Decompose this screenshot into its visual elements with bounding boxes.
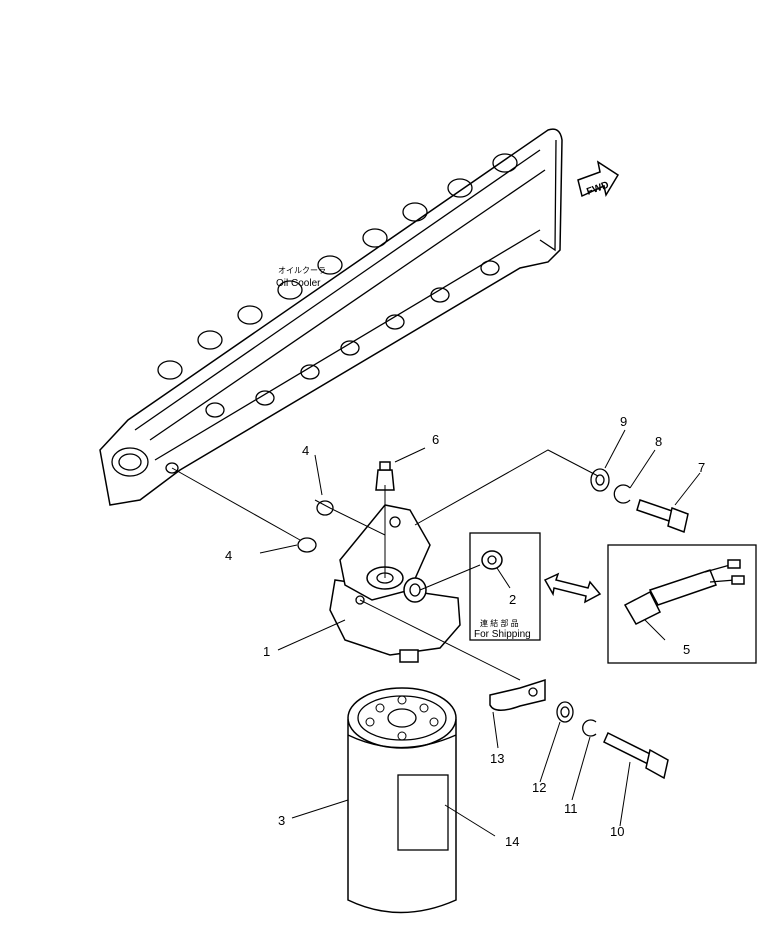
- callout-12: 12: [532, 780, 546, 795]
- snap-ring-part-11: [582, 719, 597, 737]
- shipping-label-en: For Shipping: [474, 629, 531, 640]
- leader-lines: [171, 429, 701, 837]
- fitting-part-2: [481, 550, 503, 570]
- sensor-box: [607, 544, 757, 664]
- bolt-part-7: [636, 499, 689, 534]
- o-ring-4-upper: [316, 500, 334, 516]
- bolt-part-10: [603, 731, 669, 780]
- snap-ring-part-8: [613, 484, 631, 504]
- callout-1: 1: [263, 644, 270, 659]
- sensor-part-5: [623, 559, 745, 625]
- callout-14: 14: [505, 834, 519, 849]
- shipping-box: [469, 532, 541, 641]
- callout-8: 8: [655, 434, 662, 449]
- oil-cooler: [99, 128, 563, 506]
- callout-11: 11: [564, 801, 578, 816]
- filter-cartridge: [347, 687, 457, 914]
- callout-9: 9: [620, 414, 627, 429]
- plug-part-6: [375, 461, 395, 491]
- callout-3: 3: [278, 813, 285, 828]
- callout-2: 2: [509, 592, 516, 607]
- fwd-arrow-icon: FWD: [577, 160, 620, 198]
- shipping-label-jp: 連 結 部 品: [480, 618, 519, 628]
- callout-7: 7: [698, 460, 705, 475]
- callout-5: 5: [683, 642, 690, 657]
- oil-cooler-label-jp: オイルクーラ: [278, 266, 326, 275]
- callout-4-lower: 4: [225, 548, 232, 563]
- o-ring-4-lower: [297, 537, 317, 553]
- callout-10: 10: [610, 824, 624, 839]
- callout-4-upper: 4: [302, 443, 309, 458]
- filter-head: [329, 504, 461, 663]
- oil-cooler-label-en: Oil Cooler: [276, 278, 321, 289]
- washer-part-9: [590, 468, 610, 492]
- double-arrow-icon: [543, 572, 602, 604]
- clamp-part-13: [489, 678, 546, 711]
- callout-6: 6: [432, 432, 439, 447]
- callout-13: 13: [490, 751, 504, 766]
- washer-part-12: [556, 701, 574, 723]
